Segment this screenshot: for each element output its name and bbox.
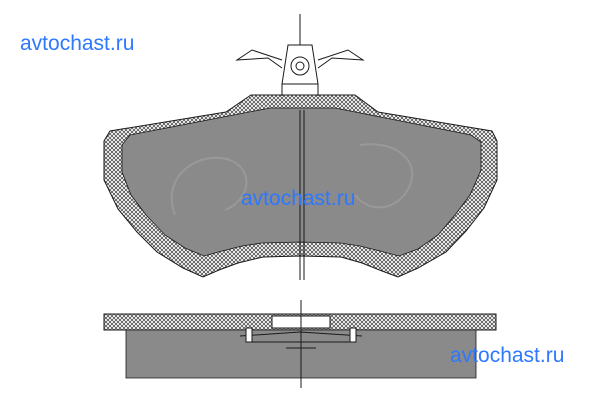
side-clip <box>239 300 363 388</box>
wear-indicator-clip <box>235 14 365 96</box>
side-view <box>103 300 497 388</box>
manufacturer-logo-mark <box>170 143 413 216</box>
watermark-bottom-right: avtochast.ru <box>450 344 565 367</box>
watermark-top-left: avtochast.ru <box>20 32 135 55</box>
front-view <box>103 14 498 280</box>
friction-material <box>121 107 482 257</box>
watermark-center: avtochast.ru <box>241 187 356 210</box>
